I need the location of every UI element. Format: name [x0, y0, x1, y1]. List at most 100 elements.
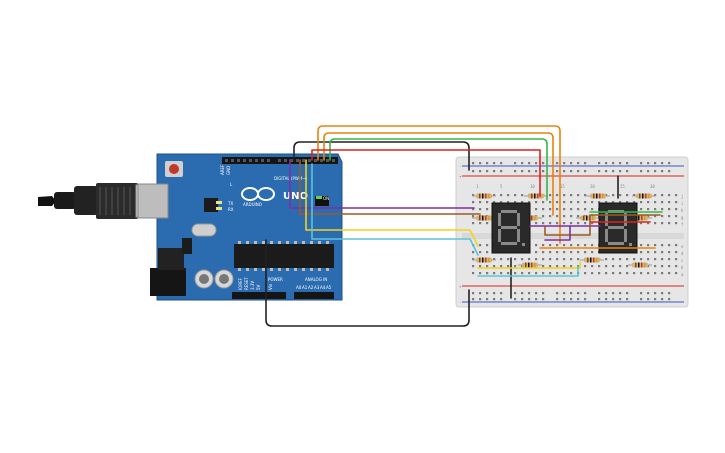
breadboard-hole[interactable] — [570, 265, 573, 268]
breadboard-hole[interactable] — [647, 208, 650, 211]
breadboard-hole[interactable] — [563, 258, 566, 261]
breadboard-hole[interactable] — [661, 208, 664, 211]
breadboard-hole[interactable] — [563, 265, 566, 268]
breadboard-hole[interactable] — [612, 162, 615, 165]
breadboard-hole[interactable] — [612, 265, 615, 268]
breadboard-hole[interactable] — [542, 272, 545, 275]
breadboard-hole[interactable] — [570, 258, 573, 261]
breadboard-hole[interactable] — [675, 244, 678, 247]
breadboard-hole[interactable] — [570, 292, 573, 295]
breadboard-hole[interactable] — [493, 265, 496, 268]
breadboard-hole[interactable] — [654, 251, 657, 254]
breadboard-hole[interactable] — [479, 222, 482, 225]
breadboard-hole[interactable] — [514, 298, 517, 301]
breadboard-hole[interactable] — [549, 265, 552, 268]
breadboard-hole[interactable] — [535, 292, 538, 295]
breadboard-hole[interactable] — [619, 258, 622, 261]
breadboard-hole[interactable] — [570, 222, 573, 225]
breadboard-hole[interactable] — [521, 292, 524, 295]
breadboard-hole[interactable] — [654, 201, 657, 204]
breadboard-hole[interactable] — [577, 208, 580, 211]
wire-purple-bb-2[interactable] — [544, 225, 571, 241]
breadboard-hole[interactable] — [556, 292, 559, 295]
breadboard-hole[interactable] — [675, 265, 678, 268]
breadboard-hole[interactable] — [661, 258, 664, 261]
breadboard-hole[interactable] — [542, 298, 545, 301]
breadboard-hole[interactable] — [626, 194, 629, 197]
breadboard-hole[interactable] — [619, 298, 622, 301]
breadboard-hole[interactable] — [486, 222, 489, 225]
breadboard-hole[interactable] — [661, 162, 664, 165]
breadboard-hole[interactable] — [633, 272, 636, 275]
breadboard-hole[interactable] — [626, 298, 629, 301]
breadboard-hole[interactable] — [661, 251, 664, 254]
breadboard-hole[interactable] — [591, 244, 594, 247]
breadboard-hole[interactable] — [661, 298, 664, 301]
breadboard-hole[interactable] — [668, 298, 671, 301]
breadboard-hole[interactable] — [584, 222, 587, 225]
breadboard-hole[interactable] — [479, 170, 482, 173]
breadboard-hole[interactable] — [535, 244, 538, 247]
breadboard-hole[interactable] — [647, 258, 650, 261]
wire-brown[interactable] — [299, 159, 481, 215]
breadboard-hole[interactable] — [661, 215, 664, 218]
breadboard-hole[interactable] — [563, 170, 566, 173]
breadboard-hole[interactable] — [556, 194, 559, 197]
breadboard-hole[interactable] — [479, 208, 482, 211]
breadboard-hole[interactable] — [507, 201, 510, 204]
breadboard-hole[interactable] — [675, 215, 678, 218]
breadboard-hole[interactable] — [493, 170, 496, 173]
breadboard-hole[interactable] — [528, 272, 531, 275]
breadboard-hole[interactable] — [626, 292, 629, 295]
breadboard-hole[interactable] — [486, 298, 489, 301]
breadboard-hole[interactable] — [584, 265, 587, 268]
breadboard-hole[interactable] — [570, 298, 573, 301]
breadboard-hole[interactable] — [640, 208, 643, 211]
breadboard-hole[interactable] — [493, 298, 496, 301]
breadboard-hole[interactable] — [535, 162, 538, 165]
breadboard-hole[interactable] — [577, 194, 580, 197]
breadboard-hole[interactable] — [619, 170, 622, 173]
breadboard-hole[interactable] — [654, 244, 657, 247]
breadboard-hole[interactable] — [528, 170, 531, 173]
breadboard-hole[interactable] — [661, 292, 664, 295]
breadboard-hole[interactable] — [472, 215, 475, 218]
breadboard-hole[interactable] — [542, 292, 545, 295]
breadboard-hole[interactable] — [591, 208, 594, 211]
breadboard-hole[interactable] — [556, 215, 559, 218]
breadboard-hole[interactable] — [549, 222, 552, 225]
breadboard-hole[interactable] — [661, 265, 664, 268]
breadboard-hole[interactable] — [556, 208, 559, 211]
breadboard-hole[interactable] — [605, 258, 608, 261]
breadboard-hole[interactable] — [556, 265, 559, 268]
wire-black-bottom[interactable] — [265, 239, 470, 327]
breadboard-hole[interactable] — [577, 162, 580, 165]
breadboard-hole[interactable] — [647, 244, 650, 247]
wire-cyan[interactable] — [311, 163, 479, 256]
breadboard-hole[interactable] — [542, 170, 545, 173]
breadboard-hole[interactable] — [479, 251, 482, 254]
breadboard-hole[interactable] — [605, 272, 608, 275]
breadboard-hole[interactable] — [675, 194, 678, 197]
breadboard-hole[interactable] — [542, 162, 545, 165]
wire-brown-bb[interactable] — [544, 214, 661, 236]
breadboard-hole[interactable] — [668, 162, 671, 165]
breadboard-hole[interactable] — [654, 222, 657, 225]
breadboard-hole[interactable] — [542, 215, 545, 218]
breadboard-hole[interactable] — [563, 222, 566, 225]
breadboard-hole[interactable] — [570, 208, 573, 211]
breadboard-hole[interactable] — [556, 272, 559, 275]
breadboard-hole[interactable] — [472, 298, 475, 301]
breadboard-hole[interactable] — [542, 201, 545, 204]
breadboard-hole[interactable] — [668, 292, 671, 295]
breadboard-hole[interactable] — [528, 292, 531, 295]
breadboard[interactable]: + - + - 1 5 10 15 20 25 30 j i h g f e d… — [455, 156, 689, 308]
breadboard-hole[interactable] — [472, 222, 475, 225]
breadboard-hole[interactable] — [472, 292, 475, 295]
breadboard-hole[interactable] — [640, 251, 643, 254]
wire-cyan-bb[interactable] — [477, 265, 579, 277]
breadboard-hole[interactable] — [626, 265, 629, 268]
breadboard-hole[interactable] — [563, 272, 566, 275]
breadboard-hole[interactable] — [528, 201, 531, 204]
breadboard-hole[interactable] — [675, 272, 678, 275]
